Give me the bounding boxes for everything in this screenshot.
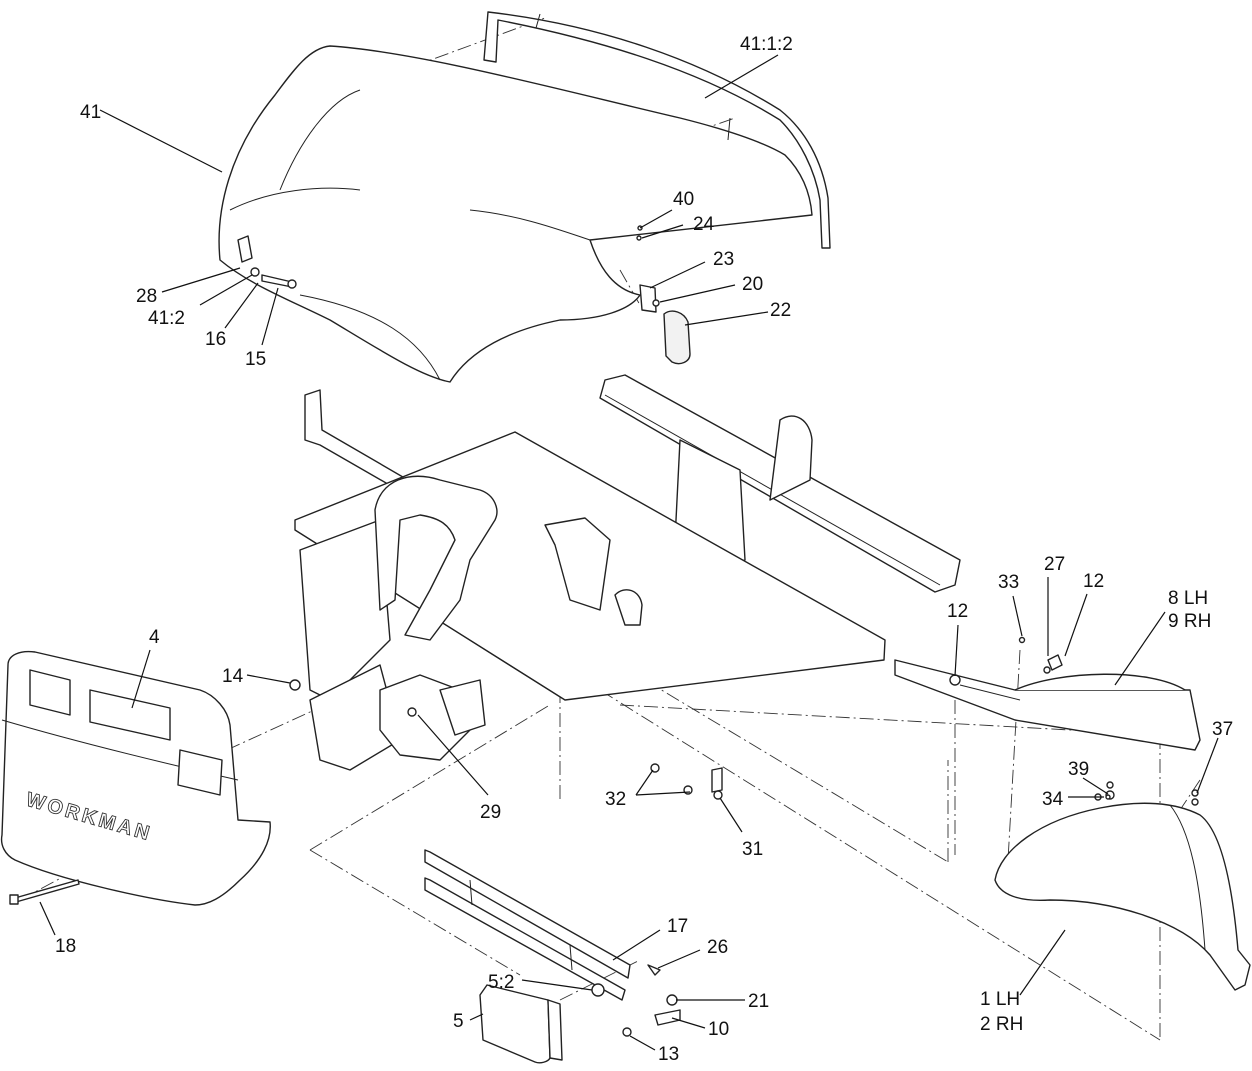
- phantom-lines: [19, 17, 1201, 1041]
- callout-29: 29: [480, 802, 501, 823]
- callout-9-rh: 9 RH: [1168, 611, 1211, 632]
- hood-handle-bar: [483, 11, 831, 249]
- callout-40: 40: [673, 189, 694, 210]
- callout-17: 17: [667, 916, 688, 937]
- callout-8-lh: 8 LH: [1168, 588, 1208, 609]
- callout-10: 10: [708, 1019, 729, 1040]
- callout-23: 23: [713, 249, 734, 270]
- callout-41-1-2: 41:1:2: [740, 34, 793, 55]
- callout-20: 20: [742, 274, 763, 295]
- callout-32: 32: [605, 789, 626, 810]
- callout-31: 31: [742, 839, 763, 860]
- callout-41-2: 41:2: [148, 308, 185, 329]
- front-grille: WORKMAN: [0, 650, 271, 906]
- hood-latch: [636, 225, 691, 365]
- frame-structure: [294, 374, 961, 793]
- hood-hinge-left: [237, 235, 297, 289]
- bolt-14: [289, 679, 301, 691]
- callout-labels: 41 41:1:2 40 24 23 20 22 28 41:2 16 15 4…: [55, 34, 1233, 1065]
- callout-37: 37: [1212, 719, 1233, 740]
- callout-27: 27: [1044, 554, 1065, 575]
- leader-lines: [39, 54, 1219, 1051]
- callout-41: 41: [80, 102, 101, 123]
- bolt-18: [9, 879, 80, 905]
- callout-14: 14: [222, 666, 244, 687]
- callout-34: 34: [1042, 789, 1064, 810]
- callout-15: 15: [245, 349, 266, 370]
- callout-18: 18: [55, 936, 76, 957]
- callout-39: 39: [1068, 759, 1089, 780]
- callout-33: 33: [998, 572, 1019, 593]
- callout-28: 28: [136, 286, 157, 307]
- fender-bracket: [894, 654, 1201, 751]
- callout-16: 16: [205, 329, 226, 350]
- headlight-assembly: [424, 849, 681, 1064]
- hood: [218, 45, 813, 383]
- callout-2-rh: 2 RH: [980, 1014, 1023, 1035]
- callout-12-left: 12: [947, 601, 968, 622]
- callout-1-lh: 1 LH: [980, 989, 1020, 1010]
- callout-21: 21: [748, 991, 769, 1012]
- callout-26: 26: [707, 937, 728, 958]
- fender: [994, 789, 1251, 991]
- callout-13: 13: [658, 1044, 679, 1065]
- callout-4: 4: [149, 627, 160, 648]
- callout-5: 5: [453, 1011, 464, 1032]
- callout-5-2: 5:2: [488, 972, 514, 993]
- callout-24: 24: [693, 214, 715, 235]
- callout-22: 22: [770, 300, 791, 321]
- callout-12-right: 12: [1083, 571, 1104, 592]
